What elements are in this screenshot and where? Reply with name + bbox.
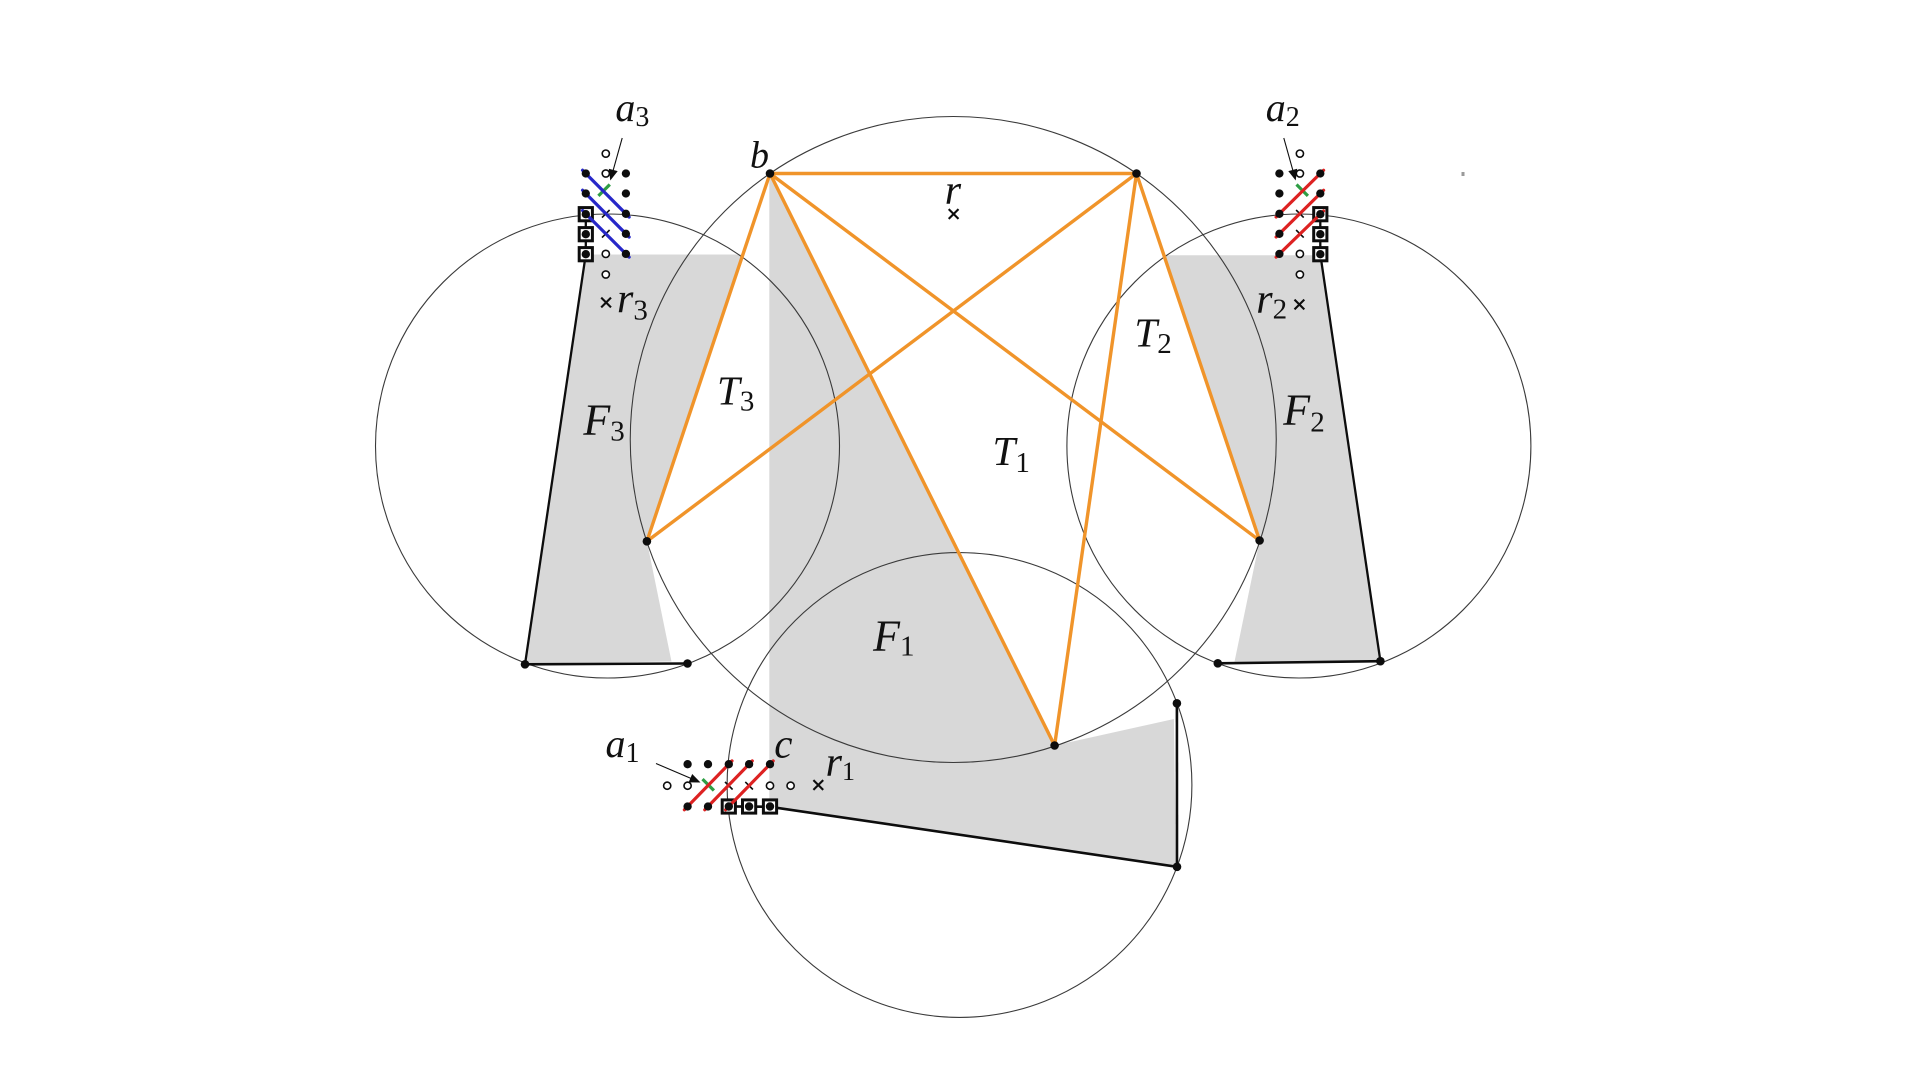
svg-text:r: r [945, 168, 962, 214]
svg-text:b: b [750, 135, 769, 177]
svg-text:c: c [774, 720, 792, 766]
